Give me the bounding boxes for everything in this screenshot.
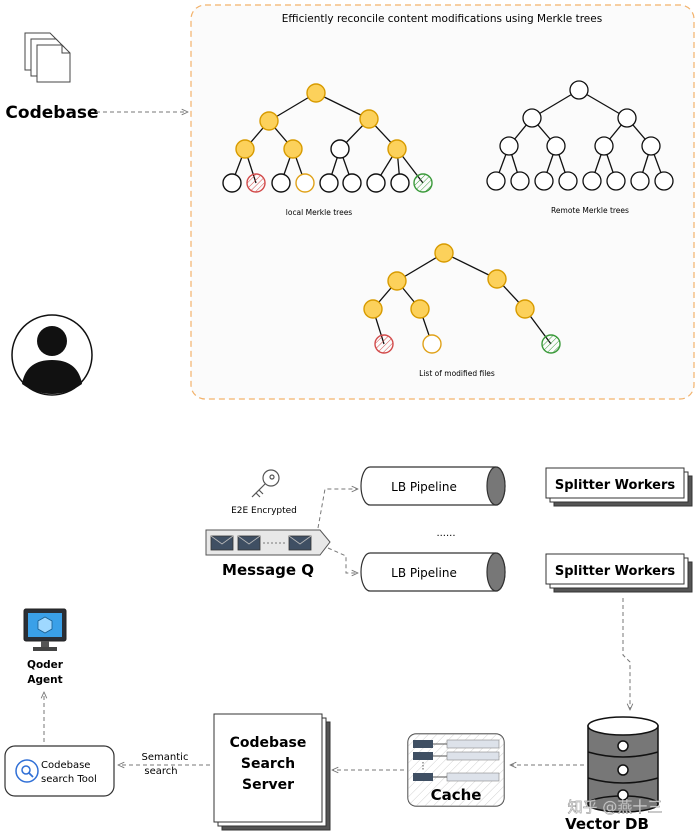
- local-merkle-label: local Merkle trees: [286, 208, 353, 217]
- modified-files-label: List of modified files: [419, 369, 495, 378]
- remote-merkle-tree: [486, 80, 674, 191]
- local-merkle-nodes: [222, 83, 433, 193]
- agent-label-line1: Qoder: [27, 659, 64, 671]
- splitter-workers-2-label: Splitter Workers: [555, 564, 676, 579]
- mq-to-pipeline1-arrow: [317, 489, 358, 529]
- avatar: [11, 314, 93, 396]
- search-tool-box: [4, 745, 115, 797]
- cache-label: Cache: [431, 786, 482, 804]
- vector-db-label: Vector DB: [565, 815, 649, 833]
- search-tool-line1: Codebase: [41, 760, 90, 771]
- documents-icon: [24, 32, 71, 83]
- search-tool-icon: [15, 759, 39, 783]
- lb-pipeline-1-label: LB Pipeline: [391, 480, 457, 494]
- search-server-line3: Server: [242, 777, 294, 793]
- codebase-label: Codebase: [5, 103, 98, 123]
- merkle-panel-title: Efficiently reconcile content modificati…: [282, 13, 602, 25]
- search-server-line1: Codebase: [230, 735, 307, 751]
- merkle-panel: [190, 4, 695, 400]
- agent-label-line2: Agent: [27, 674, 62, 686]
- message-queue: [205, 529, 331, 556]
- message-q-label: Message Q: [222, 561, 314, 579]
- semantic-search-line1: Semantic: [142, 752, 189, 763]
- mq-to-pipeline2-arrow: [327, 547, 358, 573]
- search-tool-line2: search Tool: [41, 774, 97, 785]
- splitter-workers-2: [545, 553, 693, 593]
- lb-pipeline-1: [360, 466, 506, 506]
- pipeline-ellipsis: ......: [436, 528, 455, 539]
- cache-box: [407, 733, 505, 807]
- splitter-to-vectordb-arrow: [622, 598, 630, 710]
- search-server-line2: Search: [241, 756, 295, 772]
- lb-pipeline-2: [360, 552, 506, 592]
- semantic-search-line2: search: [144, 766, 177, 777]
- watermark: 知乎 @燕十三: [568, 798, 663, 816]
- agent-monitor-icon: [23, 608, 67, 651]
- key-icon: [251, 469, 280, 498]
- modified-files-nodes: [363, 243, 561, 354]
- vector-db-icon: [587, 716, 659, 813]
- splitter-workers-1-label: Splitter Workers: [555, 478, 676, 493]
- e2e-encrypted-label: E2E Encrypted: [231, 506, 297, 516]
- lb-pipeline-2-label: LB Pipeline: [391, 566, 457, 580]
- search-server-box: [213, 713, 331, 831]
- remote-merkle-label: Remote Merkle trees: [551, 206, 629, 215]
- splitter-workers-1: [545, 467, 693, 507]
